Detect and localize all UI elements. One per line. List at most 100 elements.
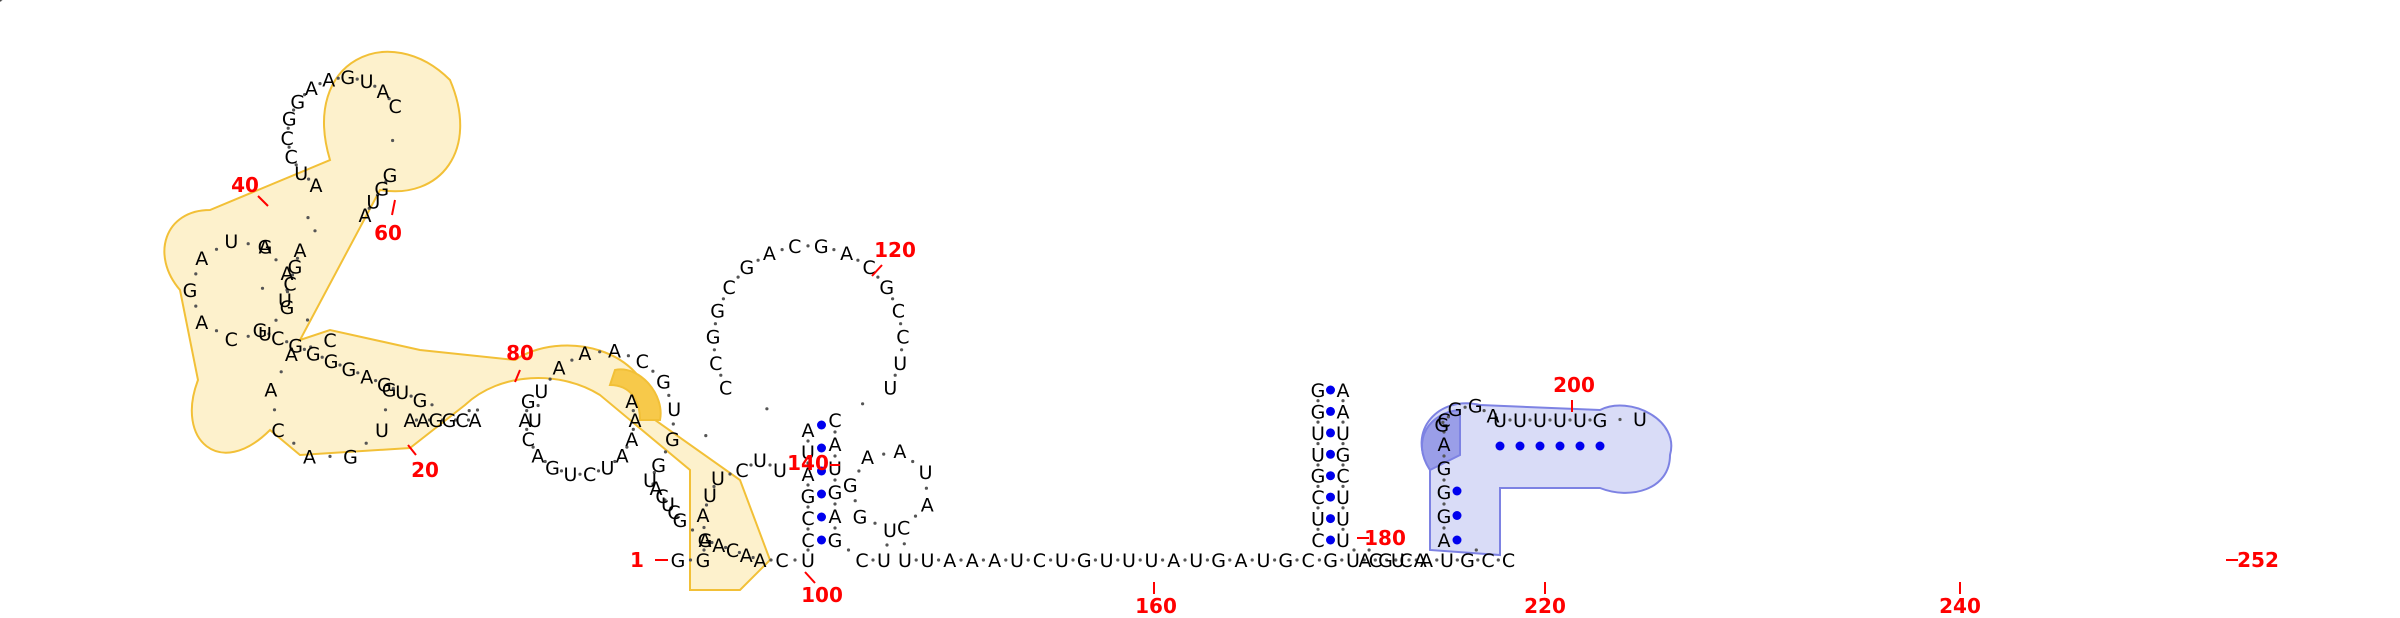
backbone-link (194, 304, 198, 308)
backbone-link (246, 242, 250, 246)
backbone-link (1442, 454, 1446, 458)
base-pair-dot (817, 443, 826, 453)
backbone-link (453, 418, 458, 422)
backbone-link (305, 318, 310, 322)
backbone-link (1442, 430, 1446, 434)
position-label-240: 240 (1939, 594, 1981, 618)
nucleotide-94: C (726, 540, 739, 562)
backbone-link (756, 258, 760, 262)
backbone-link (749, 463, 753, 467)
nucleotide-134: U (919, 462, 933, 484)
backbone-link (1482, 409, 1486, 413)
nucleotide-135: A (921, 495, 934, 517)
backbone-link (1588, 418, 1592, 422)
backbone-link (440, 418, 445, 422)
backbone-link (712, 484, 716, 489)
backbone-link (272, 408, 277, 412)
position-tick (871, 264, 883, 277)
backbone-link (364, 441, 368, 445)
nucleotide-50: A (377, 81, 390, 103)
position-tick (407, 444, 417, 456)
backbone-link (1496, 558, 1500, 562)
backbone-link (467, 409, 471, 413)
backbone-link (625, 445, 629, 449)
nucleotide-142: U (1010, 550, 1024, 572)
backbone-link (737, 550, 742, 555)
nucleotide-117: C (892, 301, 905, 323)
nucleotide-168: G (1311, 380, 1326, 402)
backbone-link (1273, 558, 1277, 562)
highlight-region-yellow (163, 50, 772, 591)
backbone-link (1441, 420, 1445, 424)
backbone-link (292, 441, 296, 445)
nucleotide-115: C (862, 257, 875, 279)
nucleotide-178: A (1359, 550, 1372, 572)
position-label-120: 120 (874, 238, 916, 262)
backbone-link (1317, 558, 1321, 562)
base-pair-dot (1326, 406, 1335, 416)
nucleotide-183: G (1460, 550, 1475, 572)
nucleotide-106: C (709, 353, 722, 375)
backbone-link (806, 505, 810, 509)
nucleotide-102: A (802, 464, 815, 486)
nucleotide-63: A (195, 248, 208, 270)
nucleotide-31: A (303, 446, 316, 468)
backbone-link (651, 369, 655, 373)
backbone-link (1004, 558, 1008, 562)
nucleotide-146: U (1100, 550, 1114, 572)
nucleotide-7: C (735, 460, 748, 482)
nucleotide-58: G (280, 297, 295, 319)
nucleotide-90: C (667, 502, 680, 524)
nucleotide-33: A (264, 380, 277, 402)
nucleotide-28: G (382, 380, 397, 402)
nucleotide-148: U (1144, 550, 1158, 572)
nucleotide-110: G (740, 257, 755, 279)
backbone-link (724, 545, 728, 550)
nucleotide-138: U (920, 550, 934, 572)
nucleotide-95: A (740, 545, 753, 567)
backbone-link (302, 347, 306, 351)
backbone-link (1494, 416, 1499, 420)
nucleotide-62: G (183, 280, 198, 302)
nucleotide-100: C (801, 508, 814, 530)
backbone-link (1385, 558, 1389, 562)
nucleotide-66: G (253, 320, 268, 342)
backbone-link (688, 558, 693, 562)
backbone-link (1508, 418, 1512, 422)
base-pair-dot (817, 489, 826, 499)
backbone-link (833, 478, 837, 482)
backbone-link (1316, 420, 1320, 424)
nucleotide-1: G (671, 550, 686, 572)
nucleotide-99: C (801, 530, 814, 552)
backbone-link (318, 82, 322, 86)
nucleotide-4: A (697, 505, 710, 527)
nucleotide-159: U (1391, 550, 1405, 572)
yellow-highlight-dark-region (608, 368, 662, 421)
backbone-link (1476, 558, 1480, 562)
backbone-link (806, 439, 810, 443)
nucleotide-75: G (413, 390, 428, 412)
nucleotide-192: G (1434, 415, 1449, 437)
nucleotide-186: A (1438, 530, 1451, 552)
nucleotide-61: A (195, 312, 208, 334)
backbone-link (391, 138, 395, 143)
nucleotide-74: U (395, 382, 409, 404)
base-pair-dot (1452, 511, 1462, 520)
nucleotide-91: G (673, 510, 688, 532)
backbone-link (719, 373, 723, 377)
nucleotide-92: A (699, 530, 712, 552)
nucleotide-185: C (1502, 550, 1515, 572)
nucleotide-145: G (1077, 550, 1092, 572)
backbone-link (525, 427, 529, 431)
nucleotide-97: C (775, 550, 788, 572)
nucleotide-131: G (843, 475, 858, 497)
backbone-link (1138, 558, 1142, 562)
nucleotide-37: C (283, 273, 296, 295)
nucleotide-124: G (828, 482, 843, 504)
nucleotide-157: U (1346, 550, 1360, 572)
backbone-link (1352, 548, 1356, 552)
highlight-region-blue (1420, 402, 1673, 557)
nucleotide-201: G (1593, 410, 1608, 432)
nucleotide-8: U (753, 450, 767, 472)
position-label-80: 80 (506, 341, 534, 365)
